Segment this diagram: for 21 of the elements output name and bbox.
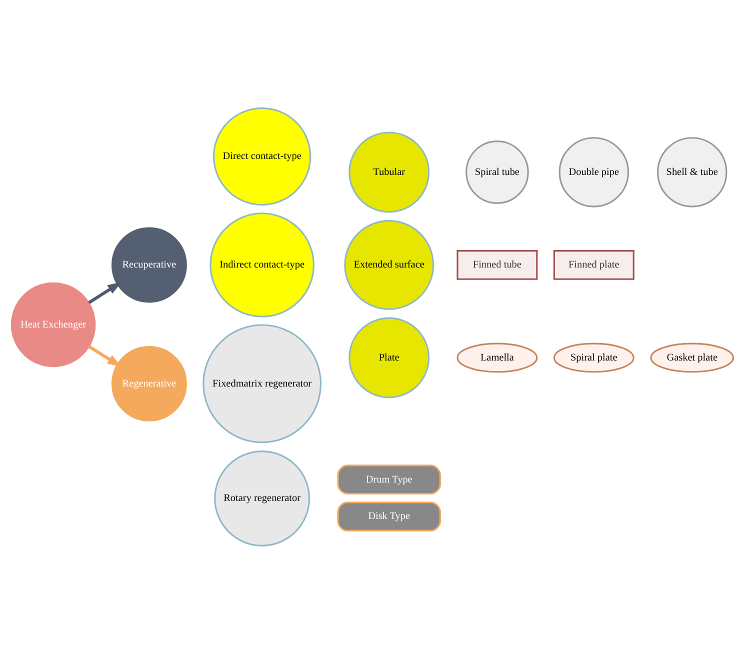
node-box: Finned plate bbox=[553, 250, 634, 280]
node-box: Disk Type bbox=[337, 501, 441, 531]
node-circle: Direct contact-type bbox=[212, 106, 312, 206]
node-ellipse: Lamella bbox=[456, 342, 538, 372]
node-circle: Regenerative bbox=[111, 345, 187, 421]
node-circle: Plate bbox=[348, 316, 430, 398]
node-box: Drum Type bbox=[337, 464, 441, 494]
node-ellipse: Spiral plate bbox=[553, 342, 634, 372]
node-circle: Fixedmatrix regenerator bbox=[202, 324, 322, 443]
node-circle: Shell & tube bbox=[657, 136, 728, 207]
arrow bbox=[88, 281, 122, 304]
node-circle: Recuperative bbox=[111, 226, 187, 302]
node-circle: Rotary regenerator bbox=[214, 450, 310, 546]
node-circle: Heat Exchenger bbox=[10, 282, 96, 367]
node-box: Finned tube bbox=[456, 250, 538, 280]
node-circle: Indirect contact-type bbox=[210, 212, 314, 317]
node-circle: Tubular bbox=[348, 131, 430, 212]
node-ellipse: Gasket plate bbox=[650, 342, 734, 372]
node-circle: Spiral tube bbox=[466, 140, 529, 204]
node-circle: Extended surface bbox=[344, 220, 434, 310]
node-circle: Double pipe bbox=[558, 136, 630, 207]
